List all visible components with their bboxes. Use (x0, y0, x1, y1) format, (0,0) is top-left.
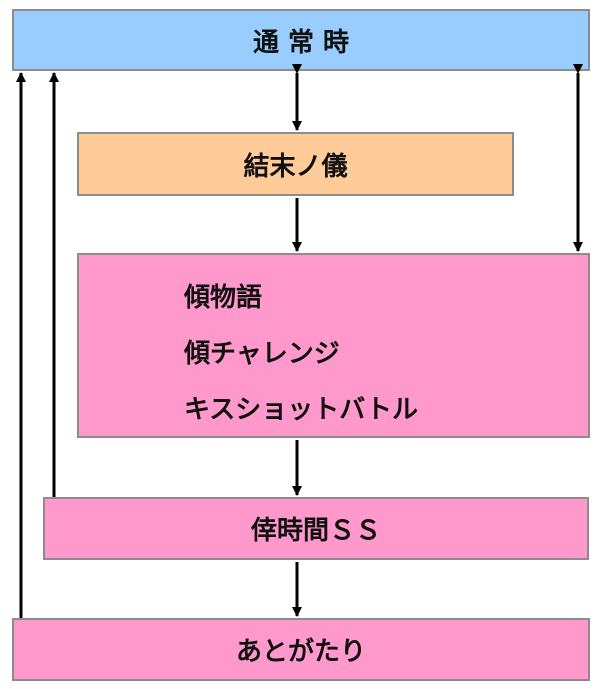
node-ketsumatsu-label: 結末ノ儀 (243, 151, 348, 182)
node-ketsumatsu: 結末ノ儀 (77, 132, 514, 196)
node-atogatari: あとがたり (12, 618, 590, 681)
kabu-item: 傾チャレンジ (184, 339, 340, 369)
node-bai-label: 倖時間ＳＳ (250, 516, 381, 546)
kabu-item: 傾物語 (184, 283, 263, 313)
node-normal: 通 常 時 (12, 9, 590, 71)
node-atogatari-label: あとがたり (235, 637, 366, 667)
kabu-item: キスショットバトル (184, 395, 419, 425)
node-kabu-group: 傾物語 傾チャレンジ キスショットバトル (77, 253, 590, 438)
node-normal-label: 通 常 時 (252, 27, 350, 58)
node-bai: 倖時間ＳＳ (43, 497, 589, 560)
kabu-item-list: 傾物語 傾チャレンジ キスショットバトル (184, 270, 418, 438)
